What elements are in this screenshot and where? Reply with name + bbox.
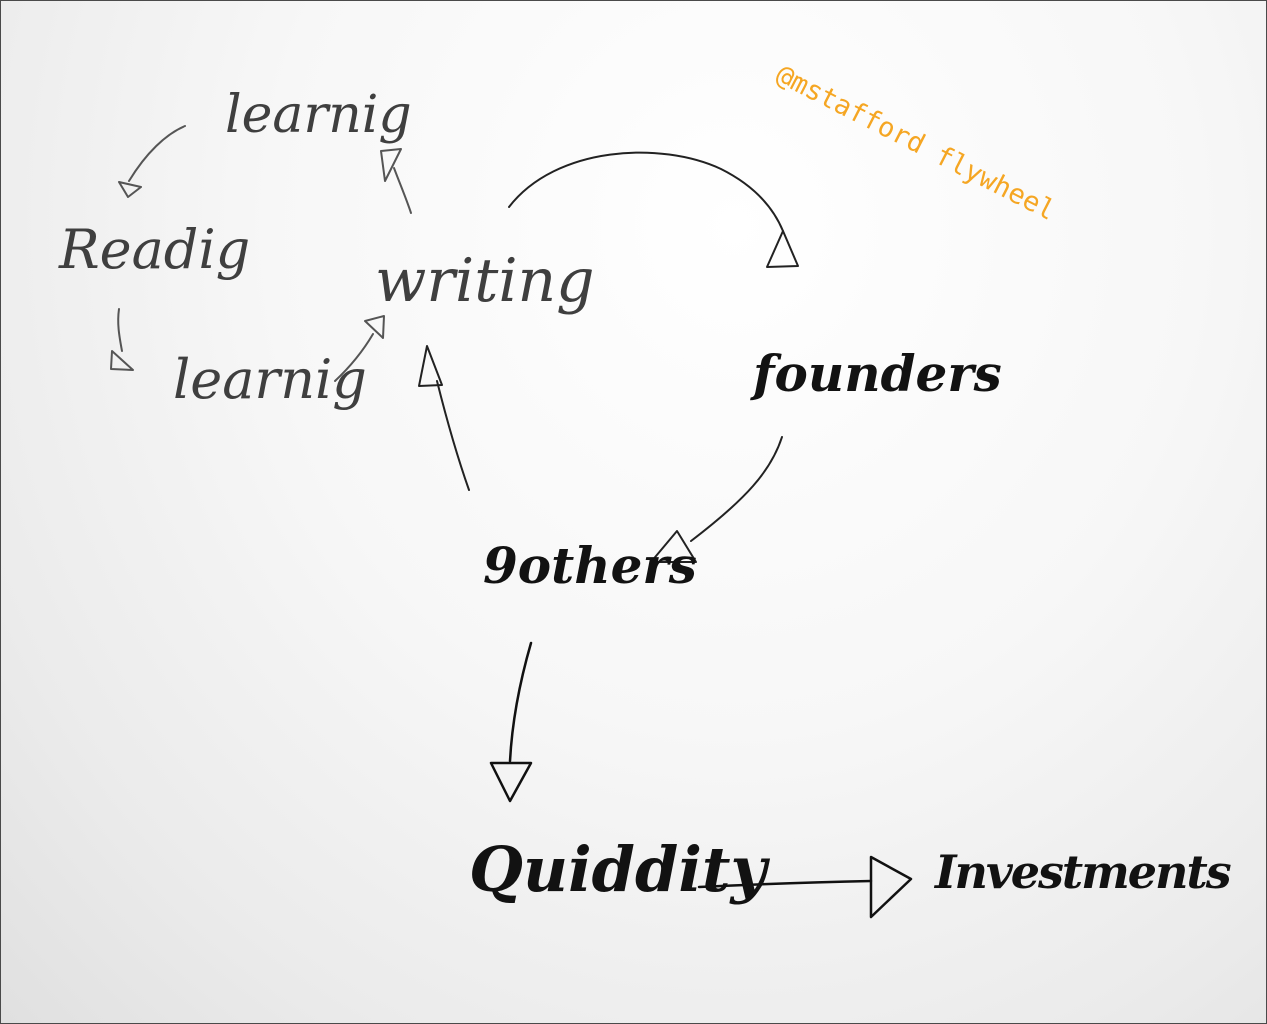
arrow-writing-to-founders <box>508 151 799 268</box>
arrow-writing-to-learning <box>380 148 412 214</box>
arrow-learning-to-reading <box>118 125 186 198</box>
node-others: 9others <box>483 536 697 595</box>
arrow-others-to-writing <box>418 345 470 491</box>
node-learning-bottom: learnig <box>173 348 367 411</box>
node-learning-top: learnig <box>225 85 412 145</box>
node-reading: Readig <box>59 218 251 281</box>
arrow-founders-to-others <box>650 436 783 563</box>
arrow-quiddity-to-investments <box>697 855 913 919</box>
node-founders: founders <box>753 344 1002 403</box>
arrow-others-to-quiddity <box>489 641 533 803</box>
node-investments: Investments <box>935 845 1232 899</box>
node-writing: writing <box>375 246 595 316</box>
node-quiddity: Quiddity <box>469 833 767 906</box>
arrow-learning-to-writing <box>334 315 385 382</box>
arrow-reading-to-learning <box>110 308 134 371</box>
